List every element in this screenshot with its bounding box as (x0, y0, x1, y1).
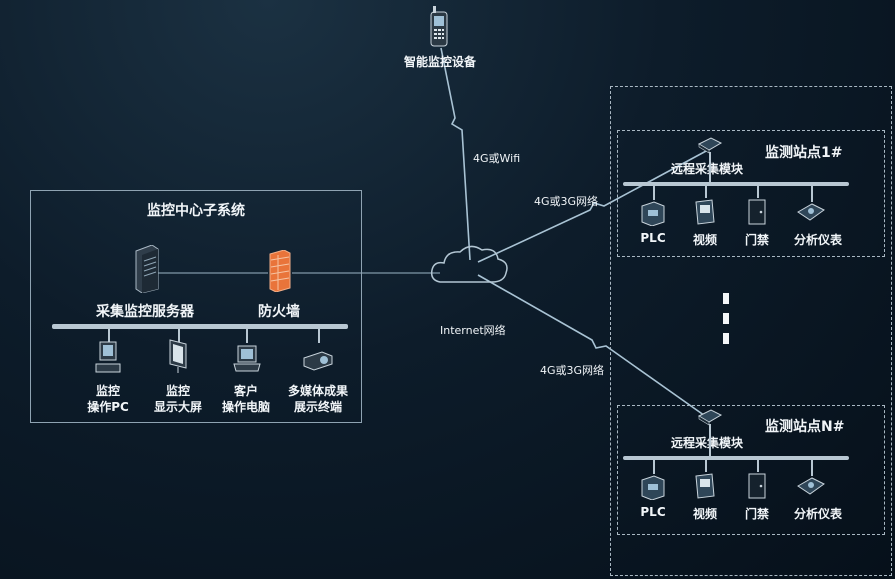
server-icon (134, 244, 160, 294)
terminal-1: 监控显示大屏 (154, 383, 202, 415)
station-1-device-1: 视频 (692, 233, 718, 247)
terminal-0: 监控操作PC (87, 383, 129, 415)
internet-cloud-icon (430, 245, 508, 283)
monitoring-center-title: 监控中心子系统 (147, 203, 245, 219)
plc-icon (640, 200, 666, 227)
station-n-device-3: 分析仪表 (793, 507, 843, 521)
access-door-icon (746, 198, 768, 226)
firewall-icon (268, 249, 292, 293)
wireless-link-station-1 (477, 149, 709, 263)
terminal-1-line2: 显示大屏 (153, 400, 203, 414)
module-drop (709, 424, 711, 456)
projector-icon (302, 350, 334, 372)
server-label: 采集监控服务器 (96, 304, 194, 320)
station-1-module-label: 远程采集模块 (671, 162, 744, 176)
wireless-link-station-n (477, 274, 709, 419)
station-1-panel (617, 130, 885, 257)
wifi-link-label: 4G或Wifi (473, 152, 521, 165)
station-n-panel (617, 405, 885, 535)
ellipsis-mark (723, 333, 729, 344)
pc-icon (94, 340, 122, 374)
bus-drop (246, 329, 248, 343)
monitoring-center-panel (30, 190, 362, 423)
ellipsis-mark (723, 293, 729, 304)
bus-drop (318, 329, 320, 343)
smart-monitor-device-icon (428, 6, 450, 48)
module-drop (709, 152, 711, 182)
wireless-link-phone (440, 47, 471, 261)
bus-drop (705, 186, 707, 198)
center-bus (52, 324, 348, 329)
lower-network-label: 4G或3G网络 (540, 364, 605, 377)
terminal-3-line2: 展示终端 (293, 400, 343, 414)
terminal-2-line2: 操作电脑 (221, 400, 271, 414)
station-1-device-2: 门禁 (744, 233, 770, 247)
video-icon (692, 472, 718, 500)
station-n-module-label: 远程采集模块 (671, 436, 744, 450)
bus-drop (757, 460, 759, 472)
display-screen-icon (164, 338, 192, 374)
station-n-device-2: 门禁 (744, 507, 770, 521)
remote-stations-region (610, 86, 892, 576)
terminal-3: 多媒体成果展示终端 (288, 383, 348, 415)
bus-drop (178, 329, 180, 343)
access-door-icon (746, 472, 768, 500)
bus-drop (108, 329, 110, 343)
station-n-device-1: 视频 (692, 507, 718, 521)
station-1-title: 监测站点1# (765, 145, 843, 161)
bus-drop (653, 460, 655, 474)
station-1-device-0: PLC (640, 231, 666, 245)
station-n-title: 监测站点N# (765, 419, 845, 435)
bus-drop (653, 186, 655, 200)
bus-drop (811, 460, 813, 476)
terminal-3-line1: 多媒体成果 (287, 384, 349, 398)
station-n-device-0: PLC (640, 505, 666, 519)
terminal-1-line1: 监控 (165, 384, 191, 398)
laptop-icon (232, 344, 262, 374)
analyzer-icon (796, 202, 826, 224)
bus-drop (757, 186, 759, 198)
firewall-label: 防火墙 (258, 304, 300, 320)
smart-monitor-device-label: 智能监控设备 (403, 55, 477, 69)
terminal-2-line1: 客户 (233, 384, 259, 398)
station-n-bus (623, 456, 849, 460)
station-1-device-3: 分析仪表 (793, 233, 843, 247)
plc-icon (640, 474, 666, 501)
bus-drop (705, 460, 707, 472)
station-1-bus (623, 182, 849, 186)
terminal-0-line2: 操作PC (87, 400, 129, 414)
ellipsis-mark (723, 313, 729, 324)
terminal-0-line1: 监控 (95, 384, 121, 398)
video-icon (692, 198, 718, 226)
terminal-2: 客户操作电脑 (222, 383, 270, 415)
bus-drop (811, 186, 813, 202)
analyzer-icon (796, 476, 826, 498)
internet-label: Internet网络 (440, 324, 506, 337)
upper-network-label: 4G或3G网络 (534, 195, 599, 208)
